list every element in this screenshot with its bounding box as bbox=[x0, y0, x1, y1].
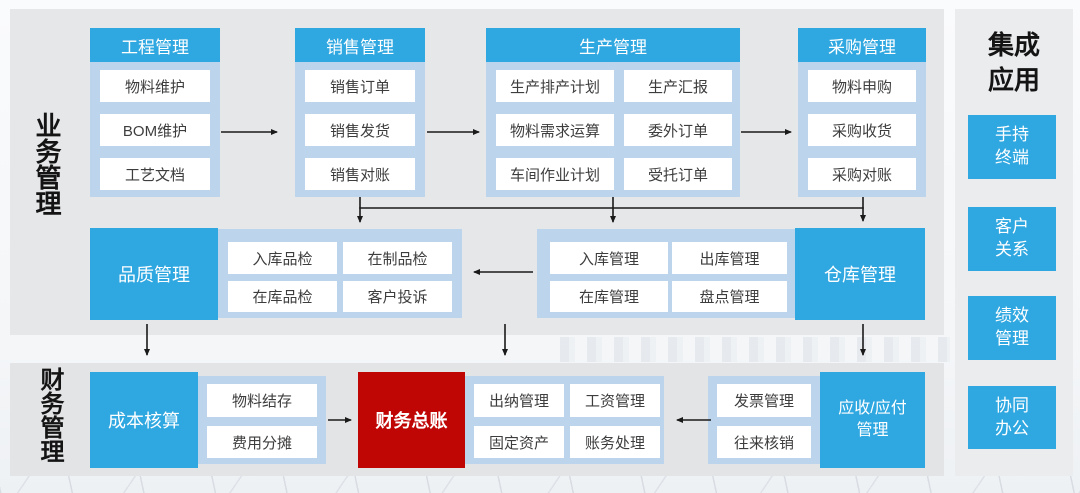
module-shopfloor-plan: 车间作业计划 bbox=[496, 158, 614, 190]
module-sales-delivery: 销售发货 bbox=[305, 114, 415, 146]
module-outsourcing-order: 委外订单 bbox=[624, 114, 732, 146]
module-customer-complaint: 客户投诉 bbox=[343, 281, 452, 312]
module-process-docs: 工艺文档 bbox=[100, 158, 210, 190]
module-bom-maintenance: BOM维护 bbox=[100, 114, 210, 146]
warehouse-management-box: 仓库管理 bbox=[795, 228, 925, 320]
module-purchase-reconciliation: 采购对账 bbox=[808, 158, 916, 190]
module-mrp: 物料需求运算 bbox=[496, 114, 614, 146]
purchasing-header: 采购管理 bbox=[798, 28, 926, 62]
integration-collaboration: 协同办公 bbox=[968, 386, 1056, 449]
finance-section-label: 财务管理 bbox=[36, 367, 63, 463]
general-ledger-box: 财务总账 bbox=[358, 372, 465, 468]
module-purchase-request: 物料申购 bbox=[808, 70, 916, 102]
module-production-scheduling: 生产排产计划 bbox=[496, 70, 614, 102]
module-outbound-management: 出库管理 bbox=[672, 242, 787, 274]
module-payroll-management: 工资管理 bbox=[570, 384, 660, 417]
module-sales-order: 销售订单 bbox=[305, 70, 415, 102]
integration-title: 集成应用 bbox=[987, 30, 1040, 96]
module-incoming-inspection: 入库品检 bbox=[228, 242, 337, 274]
module-material-maintenance: 物料维护 bbox=[100, 70, 210, 102]
quality-management-box: 品质管理 bbox=[90, 228, 218, 320]
module-sales-reconciliation: 销售对账 bbox=[305, 158, 415, 190]
module-accounting-processing: 账务处理 bbox=[570, 426, 660, 458]
module-expense-allocation: 费用分摊 bbox=[207, 426, 317, 458]
module-purchase-receiving: 采购收货 bbox=[808, 114, 916, 146]
integration-performance: 绩效管理 bbox=[968, 296, 1056, 360]
module-instock-management: 在库管理 bbox=[550, 281, 668, 312]
production-header: 生产管理 bbox=[486, 28, 740, 62]
module-inprocess-inspection: 在制品检 bbox=[343, 242, 452, 274]
module-stock-inspection: 在库品检 bbox=[228, 281, 337, 312]
module-transaction-writeoff: 往来核销 bbox=[717, 426, 811, 458]
sales-header: 销售管理 bbox=[295, 28, 425, 62]
integration-handheld-terminal: 手持终端 bbox=[968, 115, 1056, 179]
receivable-payable-box: 应收/应付管理 bbox=[820, 372, 925, 468]
integration-crm: 客户关系 bbox=[968, 207, 1056, 271]
module-stocktaking: 盘点管理 bbox=[672, 281, 787, 312]
module-consignment-order: 受托订单 bbox=[624, 158, 732, 190]
module-production-report: 生产汇报 bbox=[624, 70, 732, 102]
module-cashier-management: 出纳管理 bbox=[474, 384, 564, 417]
engineering-header: 工程管理 bbox=[90, 28, 220, 62]
receivable-payable-label: 应收/应付管理 bbox=[838, 400, 907, 439]
business-section-label: 业务管理 bbox=[32, 112, 62, 216]
module-invoice-management: 发票管理 bbox=[717, 384, 811, 417]
cost-accounting-box: 成本核算 bbox=[90, 372, 198, 468]
module-fixed-assets: 固定资产 bbox=[474, 426, 564, 458]
module-material-balance: 物料结存 bbox=[207, 384, 317, 417]
module-inbound-management: 入库管理 bbox=[550, 242, 668, 274]
